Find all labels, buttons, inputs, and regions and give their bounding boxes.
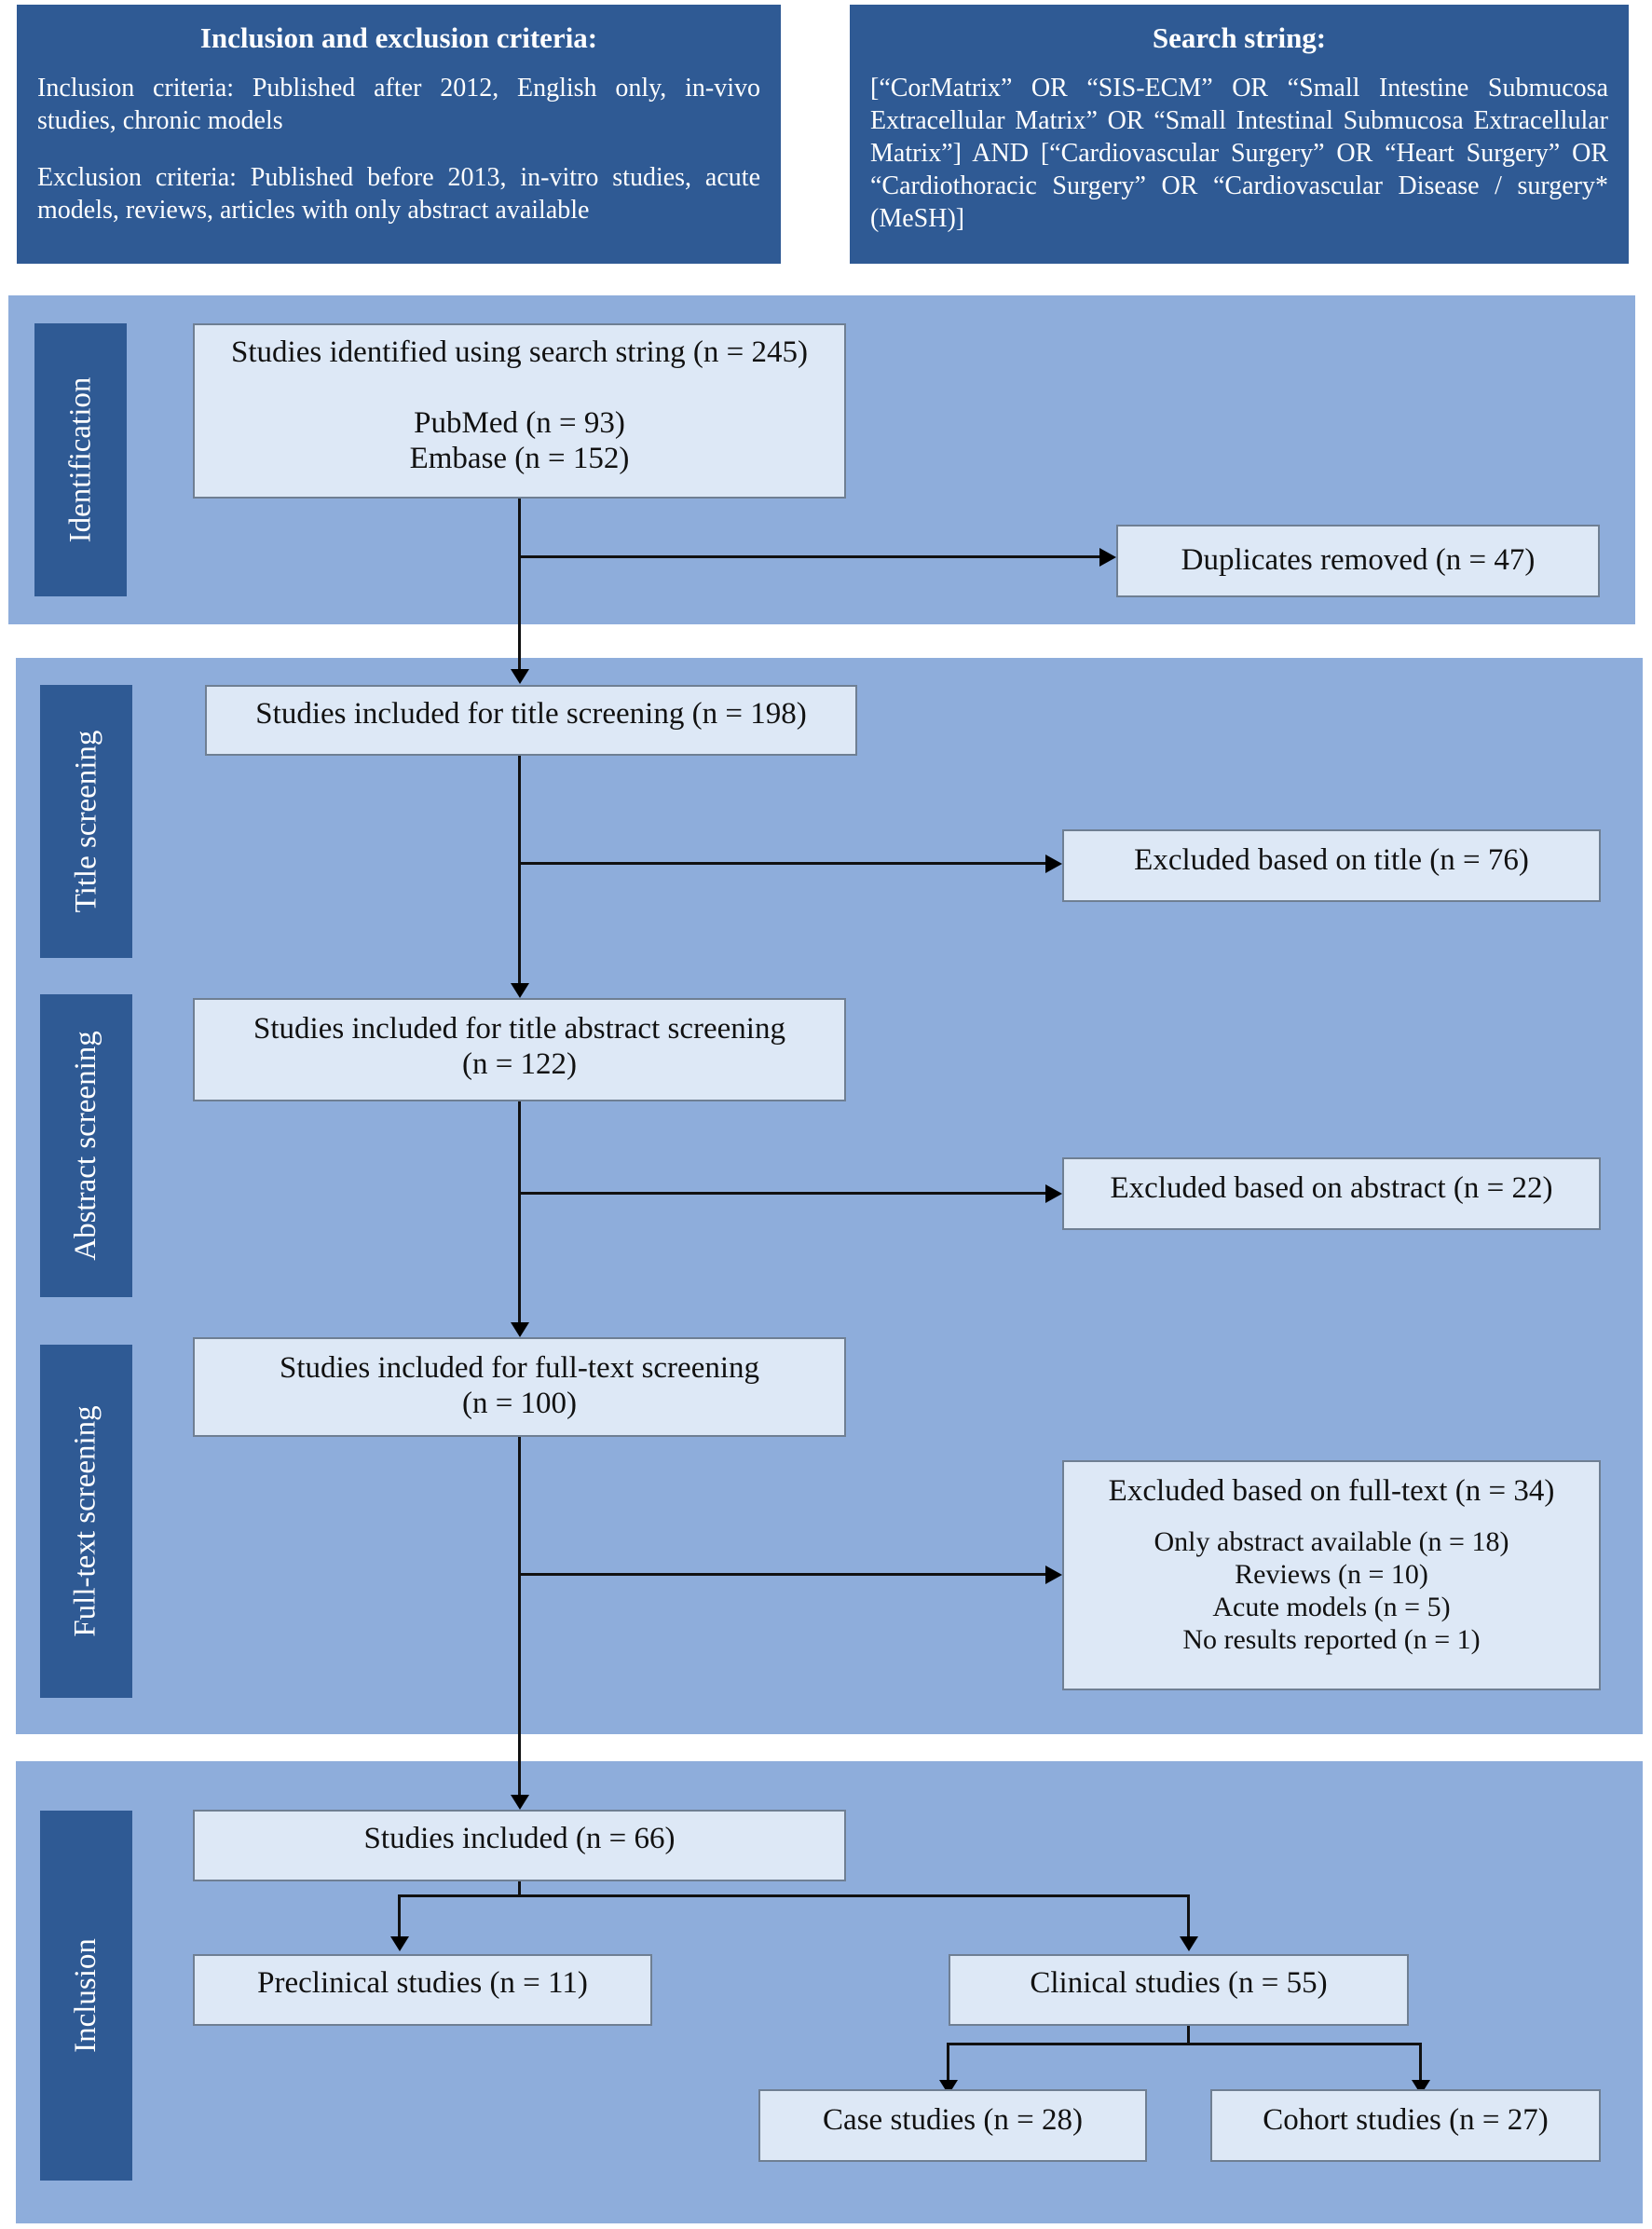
excluded-reason-item: Only abstract available (n = 18) (1154, 1526, 1509, 1557)
excluded-reason-item: No results reported (n = 1) (1182, 1624, 1481, 1655)
node-excluded-fulltext: Excluded based on full-text (n = 34) Onl… (1062, 1460, 1601, 1690)
node-cohort-studies: Cohort studies (n = 27) (1210, 2089, 1601, 2162)
connector-preclinical-drop (398, 1894, 401, 1939)
node-excluded-abstract: Excluded based on abstract (n = 22) (1062, 1157, 1601, 1230)
connector-split-bar (398, 1894, 1190, 1897)
connector-clinical-stem (1187, 2026, 1190, 2044)
node-clinical-studies: Clinical studies (n = 55) (949, 1954, 1409, 2026)
search-string-box: Search string: [“CorMatrix” OR “SIS-ECM”… (850, 5, 1629, 264)
node-excluded-fulltext-title: Excluded based on full-text (n = 34) (1108, 1474, 1555, 1508)
search-string-title: Search string: (1152, 21, 1327, 54)
connector-cohort-drop (1419, 2043, 1422, 2083)
node-abstract-screening: Studies included for title abstract scre… (193, 998, 846, 1101)
stage-label-title-screening: Title screening (40, 685, 132, 958)
connector-main-2 (518, 756, 521, 986)
stage-label-inclusion: Inclusion (40, 1811, 132, 2181)
node-fulltext-screening: Studies included for full-text screening… (193, 1337, 846, 1437)
excluded-reason-item: Reviews (n = 10) (1235, 1559, 1428, 1590)
exclusion-criteria-text: Exclusion criteria: Published before 201… (37, 163, 760, 225)
node-case-studies: Case studies (n = 28) (758, 2089, 1147, 2162)
stage-label-fulltext-screening: Full-text screening (40, 1345, 132, 1698)
connector-subsplit-bar (947, 2043, 1422, 2045)
connector-excluded-abstract (518, 1192, 1047, 1195)
node-title-screening: Studies included for title screening (n … (205, 685, 857, 756)
node-excluded-title: Excluded based on title (n = 76) (1062, 829, 1601, 902)
node-identified-title: Studies identified using search string (… (231, 335, 808, 369)
connector-case-drop (947, 2043, 949, 2083)
criteria-title: Inclusion and exclusion criteria: (199, 21, 598, 54)
connector-duplicates (518, 555, 1101, 558)
excluded-reason-item: Acute models (n = 5) (1212, 1592, 1451, 1622)
search-string-text: [“CorMatrix” OR “SIS-ECM” OR “Small Inte… (870, 74, 1608, 233)
connector-main-3 (518, 1101, 521, 1325)
node-studies-included: Studies included (n = 66) (193, 1810, 846, 1881)
connector-excluded-fulltext (518, 1573, 1047, 1576)
connector-included-stem (518, 1880, 521, 1895)
connector-excluded-title (518, 862, 1047, 865)
connector-main-4 (518, 1437, 521, 1798)
inclusion-criteria-text: Inclusion criteria: Published after 2012… (37, 74, 760, 135)
connector-main-1 (518, 499, 521, 672)
node-identified-embase: Embase (n = 152) (409, 442, 630, 475)
connector-clinical-drop (1187, 1894, 1190, 1939)
node-preclinical-studies: Preclinical studies (n = 11) (193, 1954, 652, 2026)
node-identified-pubmed: PubMed (n = 93) (414, 406, 625, 440)
criteria-box: Inclusion and exclusion criteria: Inclus… (17, 5, 781, 264)
stage-label-identification: Identification (34, 323, 127, 596)
stage-label-abstract-screening: Abstract screening (40, 994, 132, 1297)
node-duplicates-removed: Duplicates removed (n = 47) (1116, 525, 1600, 597)
node-identified: Studies identified using search string (… (193, 323, 846, 499)
